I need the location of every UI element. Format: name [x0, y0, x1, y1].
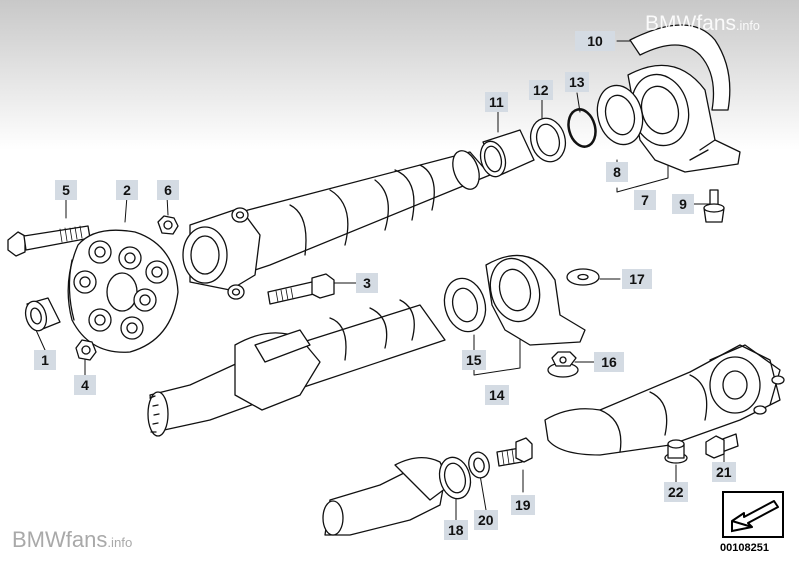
callout-11: 11	[485, 92, 508, 112]
callout-3: 3	[356, 273, 378, 293]
callout-1: 1	[34, 350, 56, 370]
arrow-icon[interactable]	[722, 491, 784, 538]
part-bearing-upper	[596, 84, 644, 146]
callout-14: 14	[485, 385, 509, 405]
callout-13: 13	[565, 72, 589, 92]
callout-10: 10	[575, 31, 615, 51]
callout-15: 15	[462, 350, 486, 370]
part-bolt-middle	[267, 273, 335, 305]
part-seal-large	[438, 456, 472, 500]
part-flange-nut	[547, 351, 579, 378]
callout-7: 7	[634, 190, 656, 210]
callout-6: 6	[157, 180, 179, 200]
watermark-top: BMWfans.info	[645, 12, 760, 35]
part-washer	[566, 268, 600, 286]
part-ring-large	[529, 117, 567, 163]
callout-9: 9	[672, 194, 694, 214]
callout-16: 16	[594, 352, 624, 372]
callout-22: 22	[664, 482, 688, 502]
callout-19: 19	[511, 495, 535, 515]
part-center-bearing-upper	[627, 64, 741, 173]
part-sleeve	[479, 129, 535, 178]
callout-5: 5	[55, 180, 77, 200]
watermark-bottom: BMWfans.info	[12, 527, 133, 552]
part-nut-lower	[75, 339, 97, 361]
part-flex-disc	[67, 229, 179, 353]
reference-number: 00108251	[720, 542, 769, 554]
part-bolt-left	[7, 225, 91, 257]
part-bearing-lower	[443, 277, 487, 333]
part-bolt-rear	[705, 433, 739, 459]
callout-12: 12	[529, 80, 553, 100]
part-nut-upper	[157, 215, 179, 235]
part-center-bearing-lower	[485, 254, 586, 346]
part-circlip	[567, 108, 597, 148]
callout-8: 8	[606, 162, 628, 182]
part-nut-rear	[664, 439, 688, 464]
part-bolt-bracket	[703, 189, 725, 223]
callout-17: 17	[622, 269, 652, 289]
part-rear-yoke-shaft	[322, 457, 451, 536]
part-front-shaft	[182, 150, 491, 300]
callout-21: 21	[712, 462, 736, 482]
part-middle-shaft	[147, 299, 446, 437]
part-bolt-lower	[496, 437, 533, 467]
part-seal-small	[468, 451, 490, 479]
callout-18: 18	[444, 520, 468, 540]
part-dust-shield	[629, 24, 731, 111]
callout-2: 2	[116, 180, 138, 200]
part-bushing	[24, 297, 61, 332]
part-rear-shaft	[544, 344, 785, 456]
callout-20: 20	[474, 510, 498, 530]
callout-4: 4	[74, 375, 96, 395]
